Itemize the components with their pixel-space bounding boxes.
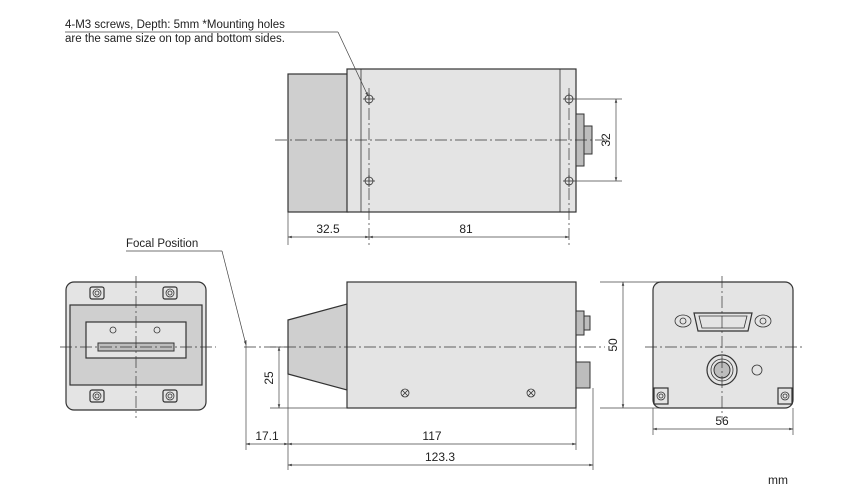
screw-icon bbox=[89, 389, 105, 403]
rear-view: 56 bbox=[645, 276, 802, 435]
dimension-25: 25 bbox=[262, 371, 276, 385]
top-view-body bbox=[346, 68, 577, 213]
mounting-note-line1: 4-M3 screws, Depth: 5mm *Mounting holes bbox=[65, 19, 285, 31]
mounting-note: 4-M3 screws, Depth: 5mm *Mounting holes … bbox=[65, 19, 369, 97]
screw-icon bbox=[162, 389, 178, 403]
dimension-32: 32 bbox=[599, 133, 613, 147]
screw-icon bbox=[777, 387, 793, 405]
connector-icon bbox=[674, 312, 772, 332]
dimension-81: 81 bbox=[459, 222, 473, 236]
dimension-32-5: 32.5 bbox=[316, 222, 340, 236]
dimension-56: 56 bbox=[715, 414, 729, 428]
dimension-117: 117 bbox=[422, 429, 441, 443]
screw-icon bbox=[653, 387, 669, 405]
top-view: 32 32.5 81 bbox=[275, 68, 622, 245]
side-view-lens bbox=[287, 303, 348, 391]
dimension-50: 50 bbox=[606, 338, 620, 352]
focal-position-label: Focal Position bbox=[126, 238, 198, 250]
unit-label: mm bbox=[768, 473, 788, 487]
mounting-note-line2: are the same size on top and bottom side… bbox=[65, 33, 285, 45]
dimension-123-3: 123.3 bbox=[425, 450, 455, 464]
front-view bbox=[60, 276, 216, 418]
side-view-body bbox=[346, 281, 577, 409]
top-view-lens bbox=[287, 73, 349, 213]
screw-icon bbox=[89, 286, 105, 300]
focal-note: Focal Position bbox=[126, 238, 247, 346]
screw-icon bbox=[526, 388, 536, 398]
side-view: 25 17.1 117 123.3 50 bbox=[244, 281, 660, 470]
screw-icon bbox=[162, 286, 178, 300]
dimension-17-1: 17.1 bbox=[255, 429, 279, 443]
screw-icon bbox=[400, 388, 410, 398]
